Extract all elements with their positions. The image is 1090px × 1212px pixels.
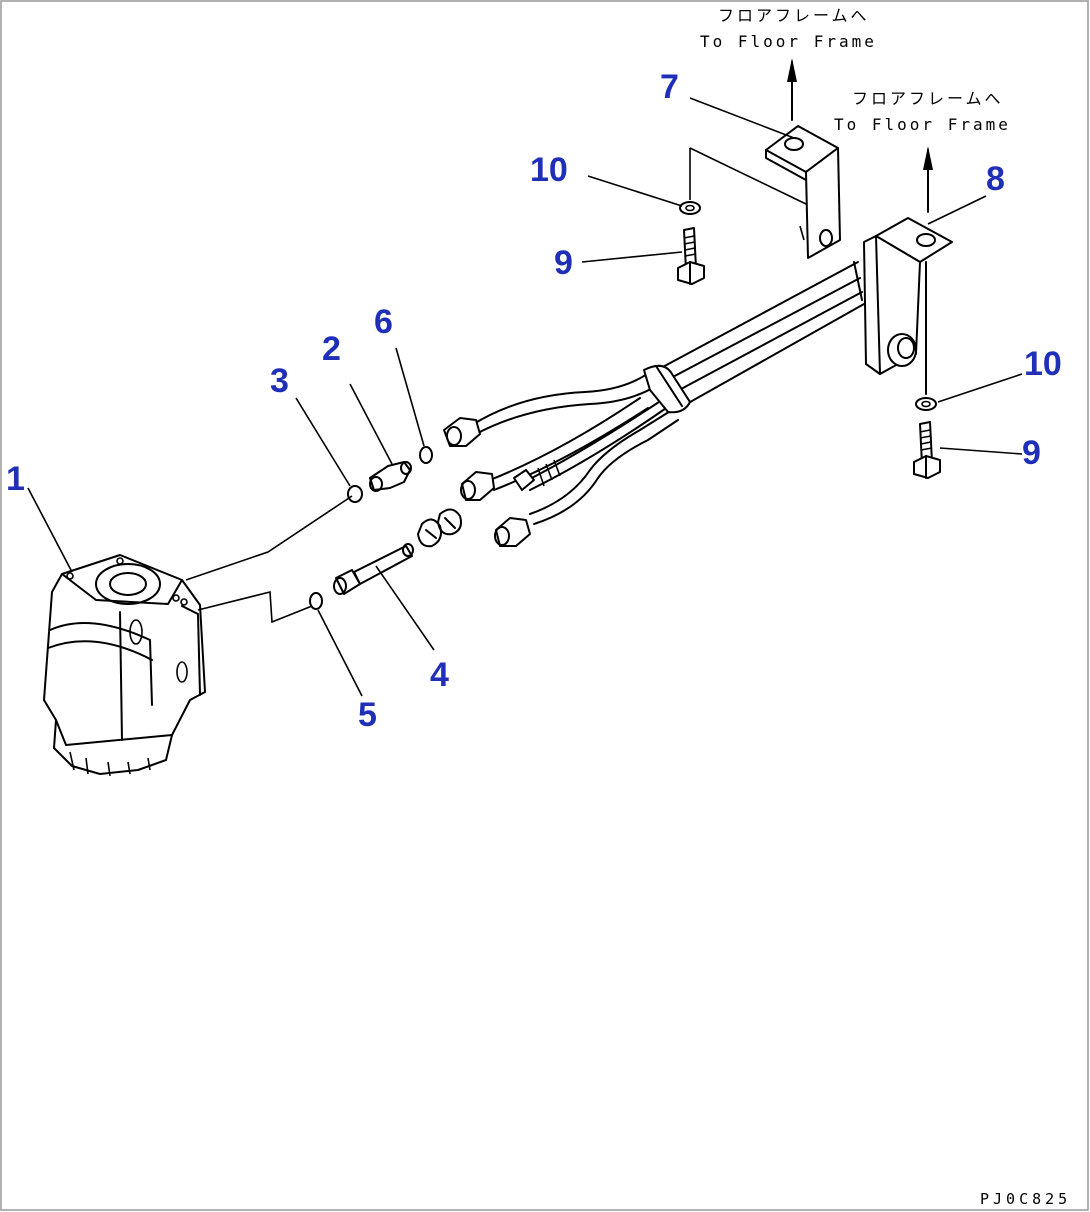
callout-3: 3 xyxy=(270,362,289,400)
bracket-8 xyxy=(863,217,953,395)
o-ring-3 xyxy=(347,485,363,503)
washer-10-lower xyxy=(915,397,937,411)
callout-1: 1 xyxy=(6,460,25,498)
note-top-en: To Floor Frame xyxy=(700,32,877,51)
leader-lines xyxy=(27,97,1023,697)
note-right-jp: フロアフレームへ xyxy=(852,89,1004,108)
arrow-head-7 xyxy=(787,58,797,82)
callout-2: 2 xyxy=(322,330,341,368)
callout-5: 5 xyxy=(358,696,377,734)
hose-bundle xyxy=(443,261,865,547)
bolt-9-lower xyxy=(913,421,941,479)
bolt-9-upper xyxy=(677,227,705,285)
elbow-fitting xyxy=(369,461,412,492)
arrow-head-8 xyxy=(923,146,933,170)
o-ring-6 xyxy=(419,446,433,464)
callout-6: 6 xyxy=(374,303,393,341)
o-ring-5 xyxy=(309,592,323,610)
callout-8: 8 xyxy=(986,160,1005,198)
callout-7: 7 xyxy=(660,68,679,106)
washer-10-upper xyxy=(679,201,701,215)
note-top-jp: フロアフレームへ xyxy=(718,6,870,25)
callout-4: 4 xyxy=(430,656,449,694)
loose-nut-b xyxy=(437,508,462,536)
callout-9-upper: 9 xyxy=(554,244,573,282)
bracket-7 xyxy=(765,125,841,259)
drawing-code: PJ0C825 xyxy=(980,1190,1071,1208)
loose-nut-a xyxy=(417,518,442,548)
callout-10-lower: 10 xyxy=(1024,345,1062,383)
note-right-en: To Floor Frame xyxy=(834,115,1011,134)
straight-fitting xyxy=(333,543,414,595)
callout-9-lower: 9 xyxy=(1022,434,1041,472)
steering-valve xyxy=(43,554,206,777)
callout-10-upper: 10 xyxy=(530,151,568,189)
